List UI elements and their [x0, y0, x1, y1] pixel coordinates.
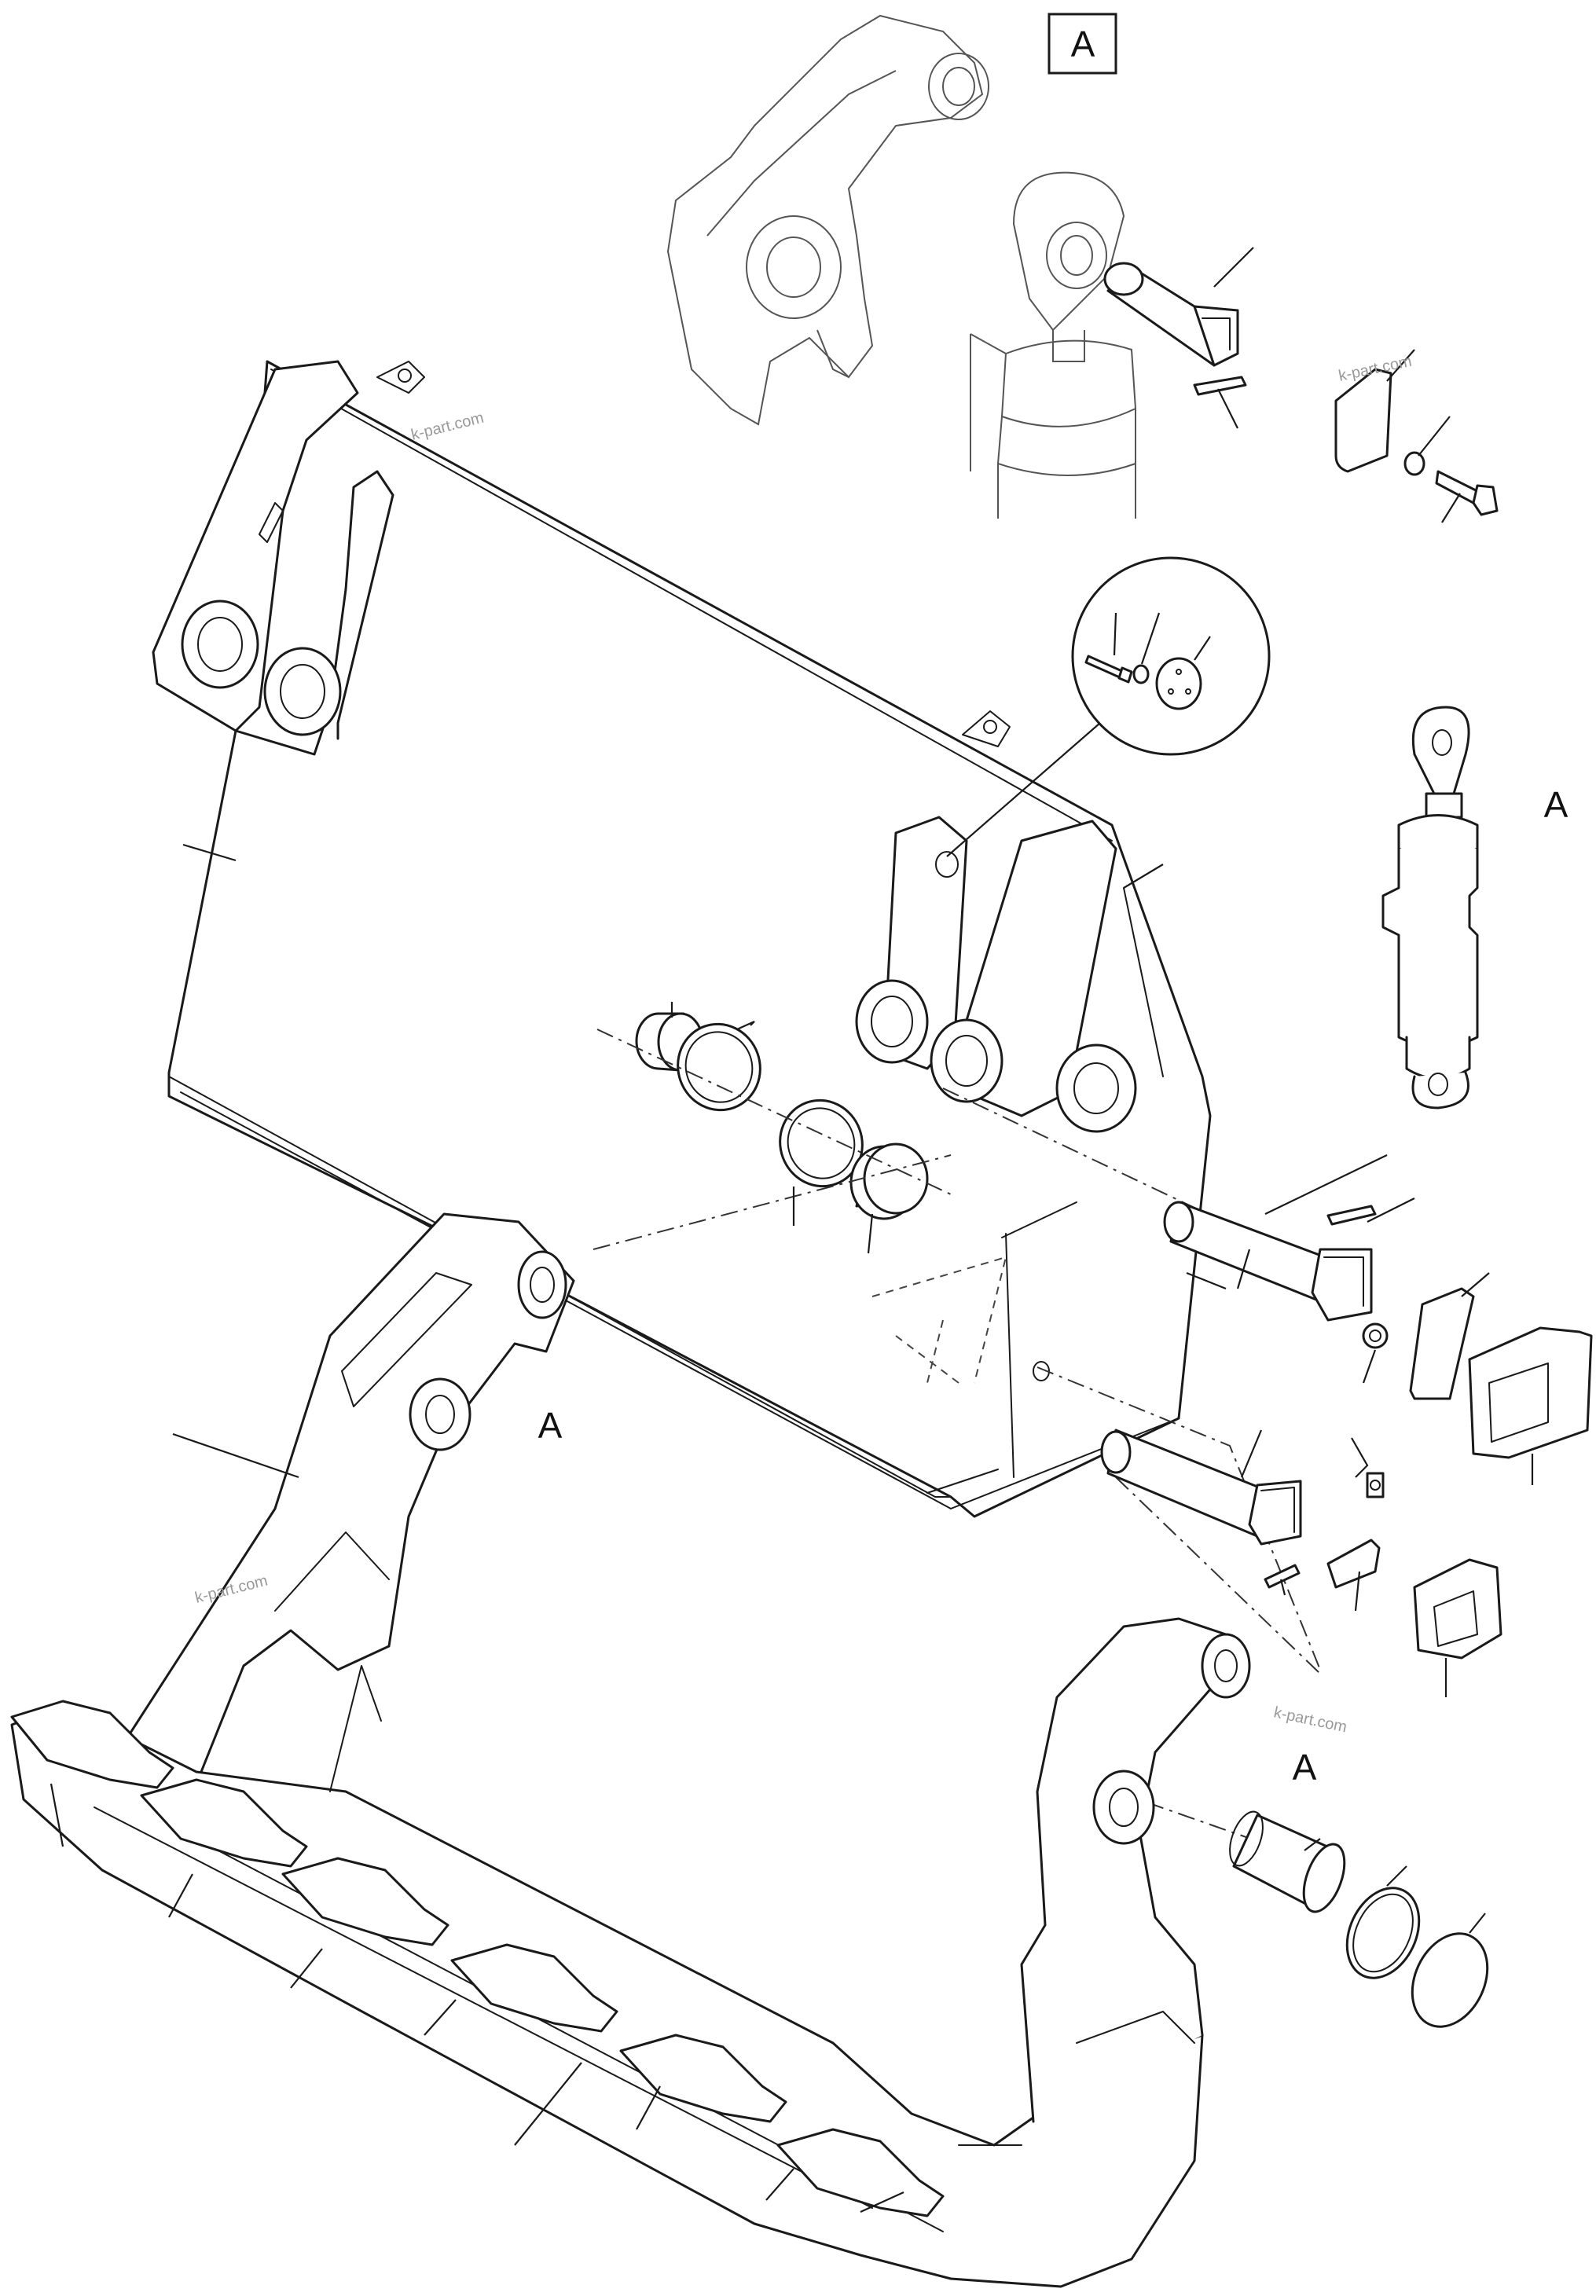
seal-ring-bottom-1: [1345, 1887, 1421, 1979]
bolts-side: [1362, 1322, 1389, 1498]
seal-ring-bottom-2: [1411, 1932, 1489, 2028]
lock-plates-side: [1326, 1287, 1475, 1589]
bushing-bottom: [1229, 1810, 1346, 1913]
pin-upper: [1163, 1201, 1373, 1322]
callout-a-middle: A: [538, 1405, 563, 1446]
keys-side: [1264, 1205, 1377, 1589]
callout-a-right: A: [1544, 784, 1568, 825]
lock-plate-top: [1334, 368, 1392, 473]
boom-arm-top: [666, 14, 989, 426]
detail-circle: [946, 556, 1271, 857]
bolt-top: [1435, 470, 1499, 516]
seal-ring-1: [677, 1022, 761, 1112]
bucket-right-bracket: [855, 710, 1137, 1133]
coupler-hooks: [10, 1700, 945, 2217]
coupler-frame: [10, 1212, 1251, 2288]
svg-text:A: A: [1071, 24, 1095, 64]
key-top: [1193, 376, 1247, 396]
leader-lines: [50, 247, 1534, 2213]
watermark-1: k-part.com: [409, 409, 486, 444]
pin-top: [1103, 262, 1239, 367]
pin-lower: [1100, 1429, 1302, 1546]
callout-a-bottom: A: [1293, 1747, 1317, 1788]
bucket-left-bracket: [152, 360, 425, 756]
retainers-side: [1413, 1326, 1593, 1660]
washer-top: [1403, 451, 1425, 476]
seal-ring-2: [779, 1098, 864, 1188]
callout-boxed-a: A: [1047, 13, 1117, 75]
watermark-4: k-part.com: [1272, 1704, 1348, 1736]
tilt-cylinder-side: [1381, 706, 1479, 1109]
tilt-cylinder-top: [970, 171, 1137, 519]
